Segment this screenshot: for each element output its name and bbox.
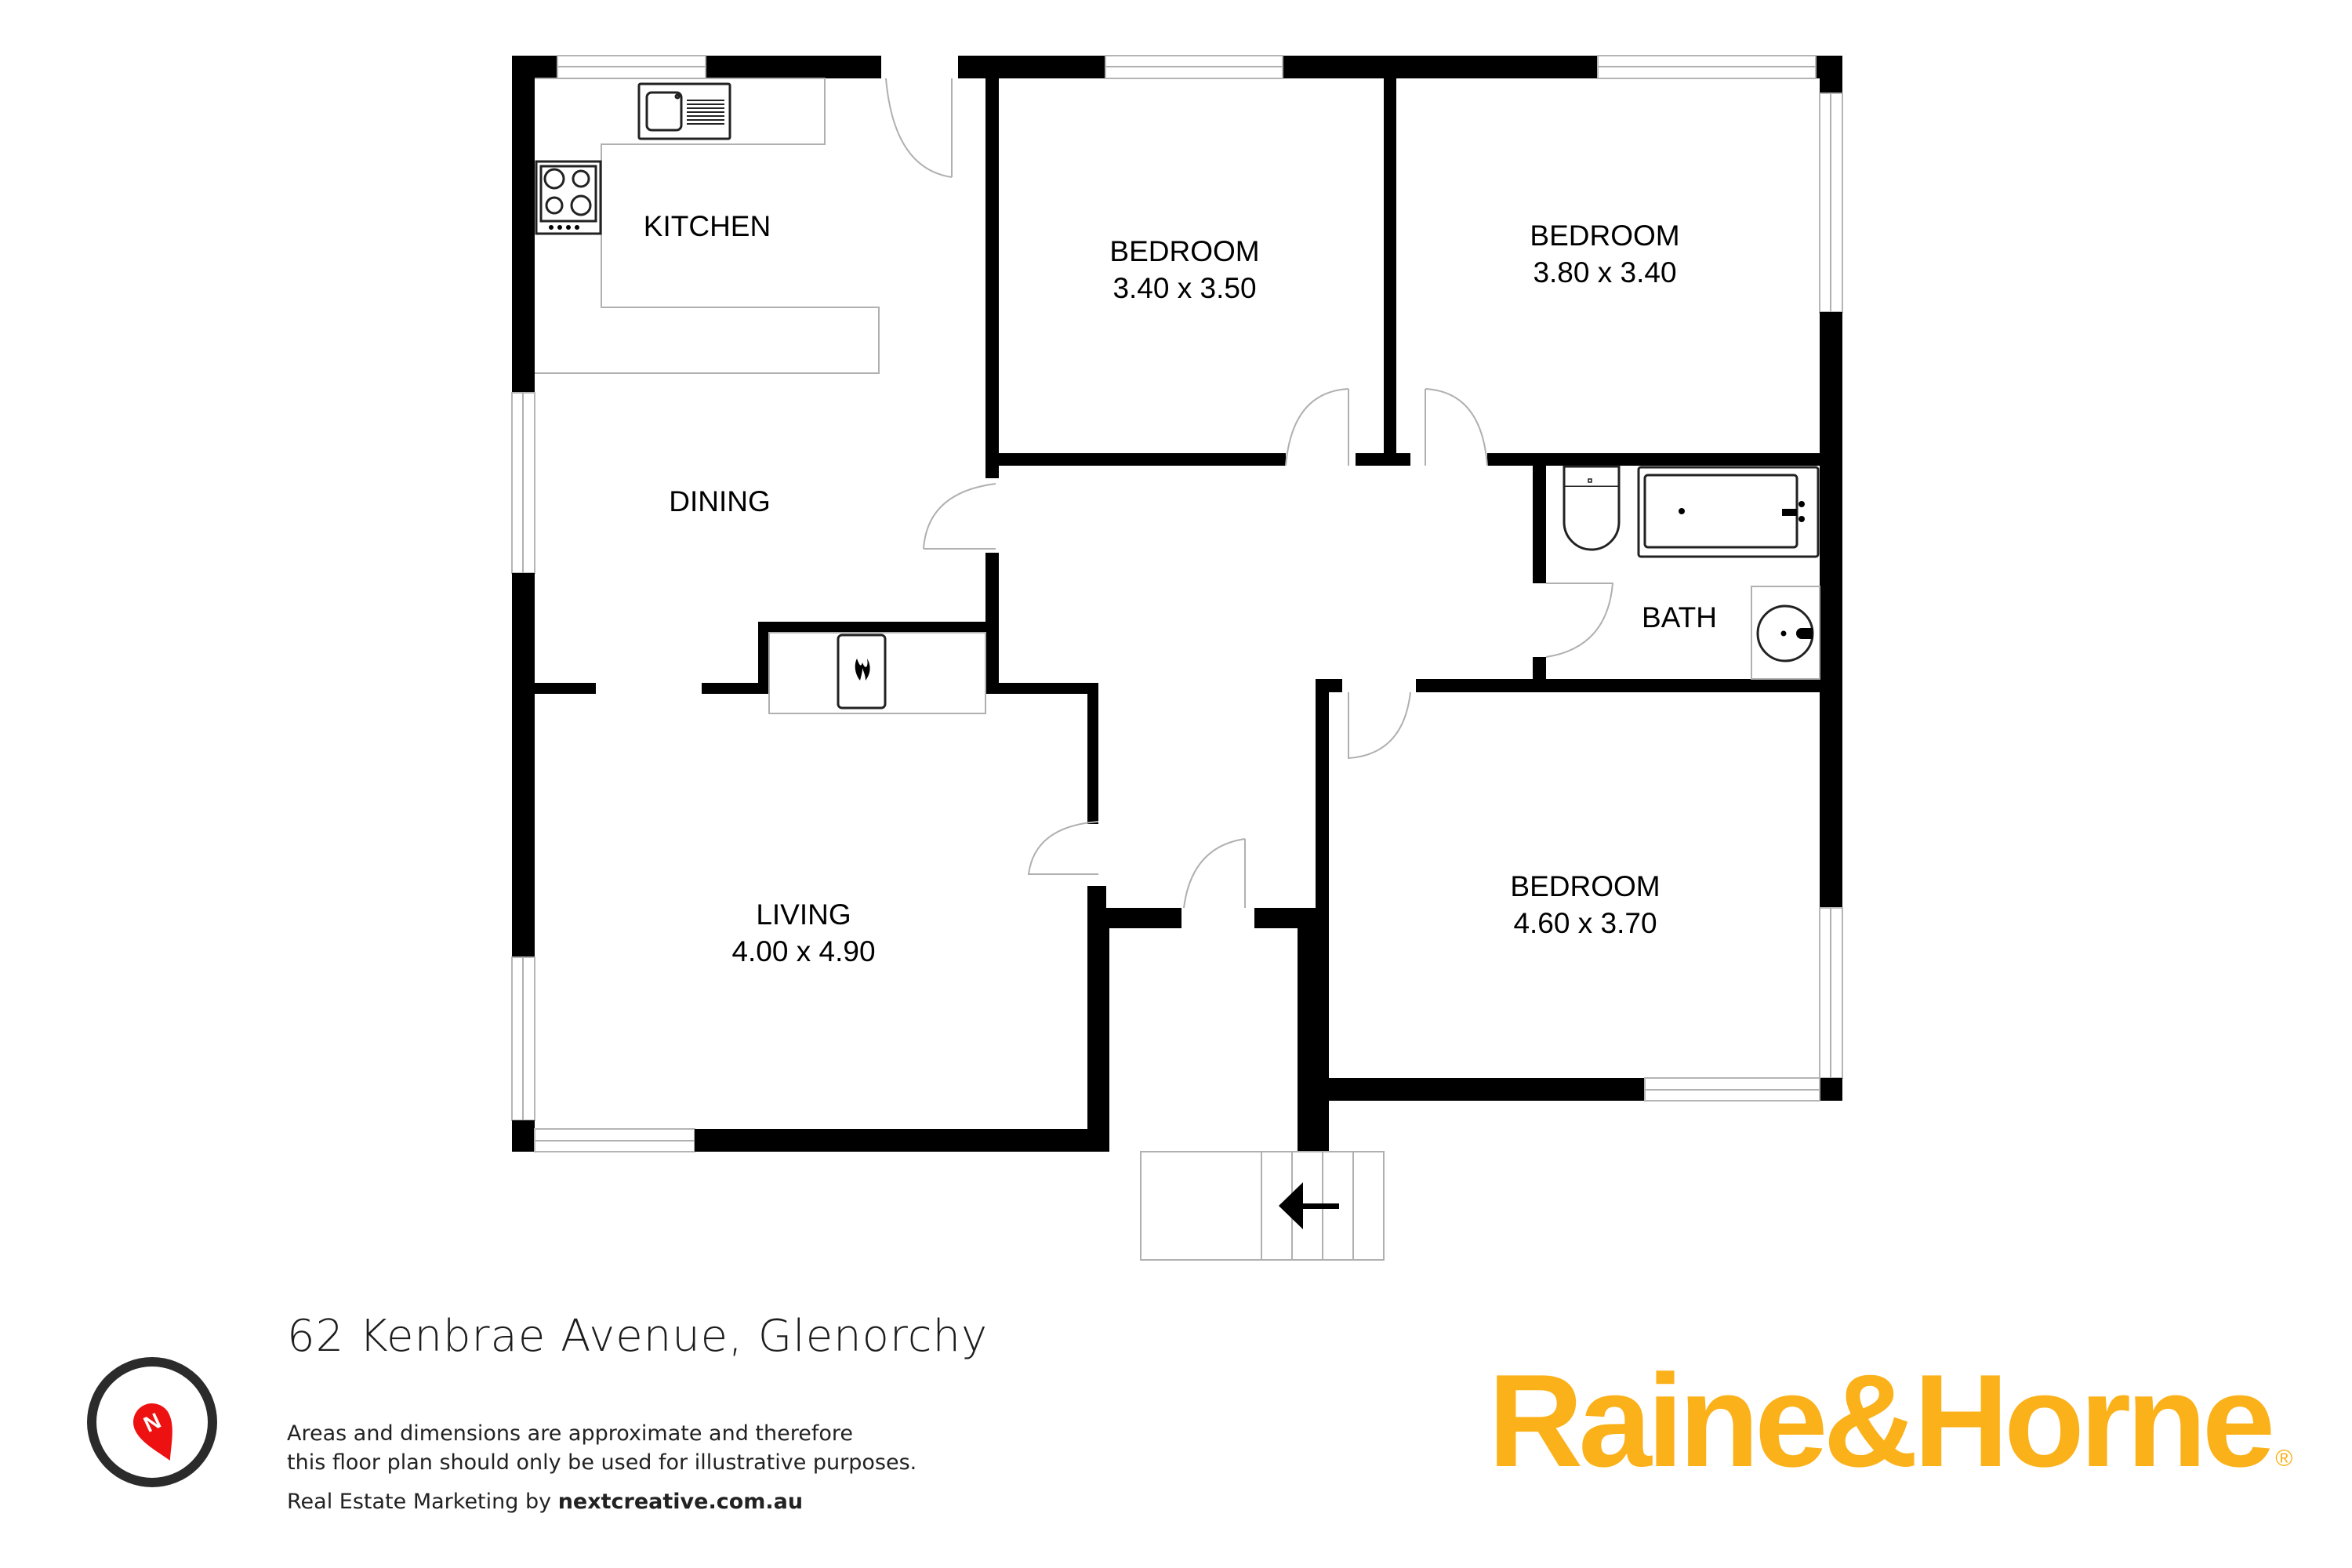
arrow-left-icon [1279, 1182, 1339, 1229]
room-label-bedroom-2: BEDROOM [1530, 220, 1679, 252]
bath-fixtures [1563, 465, 1820, 680]
interior-walls [535, 78, 1820, 1152]
flame-icon [855, 659, 870, 681]
property-address: 62 Kenbrae Avenue, Glenorchy [287, 1311, 989, 1362]
credit-prefix: Real Estate Marketing by [287, 1490, 558, 1514]
toilet-icon [1563, 465, 1621, 551]
brand-logo: Raine&Horne® [1488, 1355, 2292, 1486]
cooktop-icon [535, 160, 602, 235]
room-label-bedroom-3: BEDROOM [1510, 870, 1660, 902]
marketing-credit: Real Estate Marketing by nextcreative.co… [287, 1490, 803, 1514]
fireplace [768, 632, 986, 714]
disclaimer-line-1: Areas and dimensions are approximate and… [287, 1421, 853, 1446]
basin-icon [1751, 586, 1820, 680]
registered-mark: ® [2275, 1446, 2293, 1472]
room-labels: KITCHEN DINING LIVING 4.00 x 4.90 BEDROO… [644, 210, 1717, 967]
room-dims-bedroom-1: 3.40 x 3.50 [1112, 272, 1256, 304]
room-label-living: LIVING [756, 898, 851, 931]
disclaimer: Areas and dimensions are approximate and… [287, 1419, 916, 1477]
credit-link[interactable]: nextcreative.com.au [557, 1490, 804, 1514]
disclaimer-line-2: this floor plan should only be used for … [287, 1450, 917, 1475]
brand-name: Raine&Horne [1488, 1347, 2275, 1494]
room-dims-bedroom-2: 3.80 x 3.40 [1533, 256, 1676, 289]
doors [885, 78, 1614, 909]
room-dims-bedroom-3: 4.60 x 3.70 [1513, 907, 1657, 939]
outer-walls [511, 55, 1843, 1152]
room-label-kitchen: KITCHEN [644, 210, 771, 242]
sink-icon [637, 82, 731, 140]
room-label-bath: BATH [1642, 601, 1717, 633]
north-compass-icon: N [87, 1357, 217, 1487]
entry-steps [1140, 1151, 1385, 1261]
room-dims-living: 4.00 x 4.90 [731, 935, 875, 967]
bathtub-icon [1637, 466, 1820, 558]
room-label-bedroom-1: BEDROOM [1109, 235, 1259, 267]
room-label-dining: DINING [669, 485, 771, 517]
